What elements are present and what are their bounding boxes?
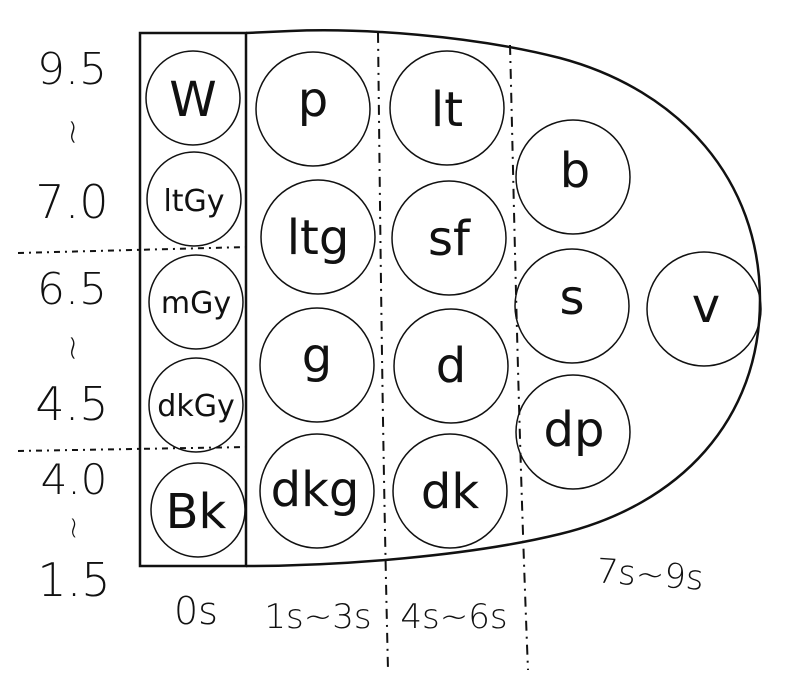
separator-line-4s	[377, 32, 389, 671]
tone-label-b: b	[560, 143, 590, 199]
y-label-4-0: 4.0	[41, 455, 108, 504]
tone-label-ltgy: ltGy	[163, 184, 224, 219]
y-axis-label-mid: 6.5 ~ 4.5	[35, 264, 108, 431]
tone-label-dkgy: dkGy	[157, 389, 234, 424]
y-label-sep-3: ~	[56, 515, 91, 540]
y-label-sep-2: ~	[53, 334, 93, 363]
tone-label-ltg: ltg	[287, 210, 350, 266]
tone-circle-b	[515, 119, 631, 235]
x-axis-labels: 0s 1s~3s 4s~6s 7s~9s	[174, 551, 705, 637]
y-label-7-0: 7.0	[35, 175, 108, 229]
tone-label-bk: Bk	[166, 484, 227, 540]
tone-circle-d	[393, 308, 509, 424]
x-label-0s: 0s	[174, 589, 218, 633]
tone-label-dp: dp	[544, 402, 605, 458]
separator-line-7s	[509, 44, 529, 671]
tone-circle-bk	[150, 462, 246, 558]
column-4s-6s: lt sf d dk	[389, 50, 509, 549]
tone-circle-lt	[389, 50, 505, 166]
grey-column: W ltGy mGy dkGy Bk	[145, 50, 246, 558]
separator-line-upper	[17, 246, 249, 254]
tone-circle-v	[646, 251, 762, 367]
y-axis-label-low: 4.0 ~ 1.5	[37, 455, 110, 607]
tone-label-mgy: mGy	[161, 286, 231, 321]
tone-label-lt: lt	[431, 82, 463, 138]
y-label-6-5: 6.5	[37, 264, 107, 315]
tone-label-w: W	[169, 72, 216, 128]
x-label-4s-6s: 4s~6s	[400, 597, 507, 637]
y-label-9-5: 9.5	[37, 44, 107, 95]
tone-circle-dkgy	[148, 357, 244, 453]
x-label-7s-9s: 7s~9s	[595, 551, 705, 598]
x-label-1s-3s: 1s~3s	[264, 597, 371, 637]
y-label-4-5: 4.5	[35, 377, 108, 431]
y-axis-label-high: 9.5 ~ 7.0	[35, 44, 108, 229]
column-1s-3s: p ltg g dkg	[255, 51, 376, 549]
tone-circle-ltgy	[146, 151, 242, 247]
tone-label-v: v	[692, 278, 720, 334]
y-label-1-5: 1.5	[37, 553, 110, 607]
y-label-sep-1: ~	[53, 118, 93, 147]
tone-label-sf: sf	[428, 211, 471, 267]
tone-circle-dkg	[259, 433, 375, 549]
tone-circle-dk	[392, 433, 508, 549]
tone-label-s: s	[559, 270, 584, 326]
tone-label-p: p	[298, 72, 328, 128]
tone-circle-w	[145, 50, 241, 146]
tone-circle-sf	[391, 180, 507, 296]
tone-circle-p	[255, 51, 371, 167]
tone-label-d: d	[436, 338, 466, 394]
tone-circle-ltg	[260, 179, 376, 295]
tone-circle-dp	[515, 374, 631, 490]
separator-line-lower	[17, 446, 249, 452]
tone-circle-mgy	[148, 254, 244, 350]
tone-label-g: g	[302, 328, 332, 384]
tone-circle-s	[514, 248, 630, 364]
column-7s-9s: b s dp	[514, 119, 631, 490]
tone-circle-g	[259, 307, 375, 423]
tone-label-dk: dk	[421, 464, 479, 520]
tone-label-dkg: dkg	[271, 462, 360, 518]
grey-column-frame	[138, 31, 248, 568]
